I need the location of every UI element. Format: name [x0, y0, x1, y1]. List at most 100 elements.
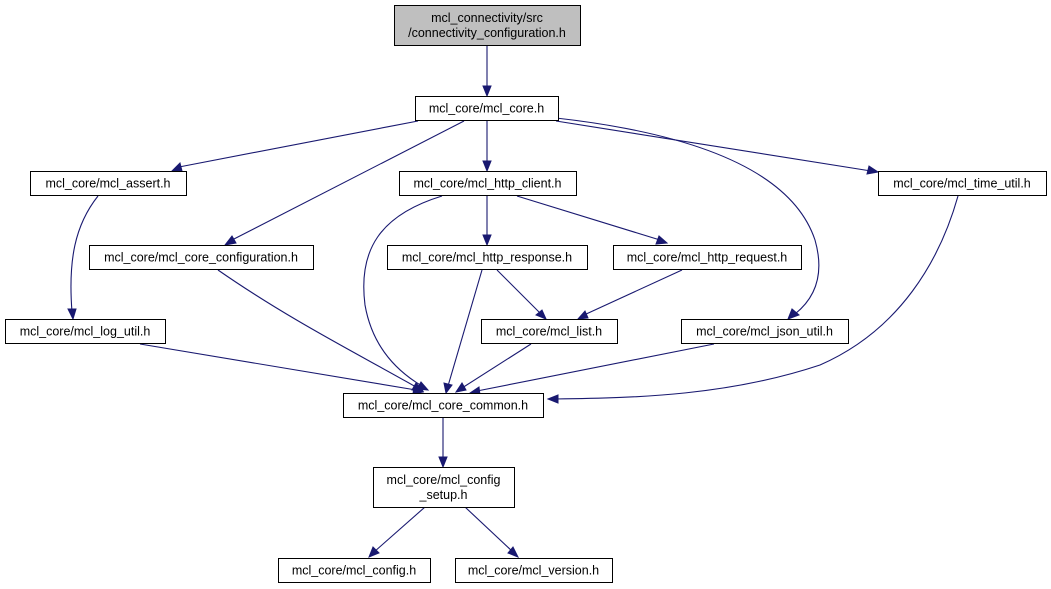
edge-line: [178, 120, 419, 168]
node-version[interactable]: mcl_core/mcl_version.h: [455, 558, 613, 583]
node-box[interactable]: [278, 558, 431, 583]
edge-line: [363, 195, 443, 387]
node-label: mcl_core/mcl_list.h: [496, 325, 602, 339]
node-label: mcl_core/mcl_core_configuration.h: [104, 251, 298, 265]
node-http-response[interactable]: mcl_core/mcl_http_response.h: [387, 245, 588, 270]
node-label: mcl_core/mcl_log_util.h: [20, 325, 151, 339]
node-time-util[interactable]: mcl_core/mcl_time_util.h: [878, 171, 1047, 196]
edge-time_util-to-core_common: [546, 195, 959, 404]
node-box[interactable]: [415, 96, 559, 121]
node-box[interactable]: [373, 467, 515, 508]
node-label: mcl_core/mcl_assert.h: [45, 177, 170, 191]
node-label: mcl_core/mcl_http_response.h: [402, 251, 572, 265]
node-label: mcl_connectivity/src: [431, 11, 543, 25]
edge-line: [447, 269, 483, 387]
edge-line: [373, 506, 426, 553]
node-config-setup[interactable]: mcl_core/mcl_config_setup.h: [373, 467, 515, 508]
edge-layer: [67, 45, 959, 558]
node-box[interactable]: [455, 558, 613, 583]
edge-line: [70, 195, 99, 313]
node-http-client[interactable]: mcl_core/mcl_http_client.h: [399, 171, 577, 196]
edge-http_client-to-http_request: [516, 195, 669, 245]
node-label: mcl_core/mcl_core.h: [429, 102, 544, 116]
node-core-common[interactable]: mcl_core/mcl_core_common.h: [343, 393, 544, 418]
node-label: mcl_core/mcl_config: [387, 473, 501, 487]
edge-line: [555, 120, 872, 172]
edge-assert-to-log_util: [67, 195, 99, 321]
arrowhead-icon: [482, 85, 492, 98]
arrowhead-icon: [535, 309, 547, 320]
edge-http_client-to-core_common: [363, 195, 443, 391]
arrowhead-icon: [546, 394, 559, 404]
node-assert[interactable]: mcl_core/mcl_assert.h: [30, 171, 187, 196]
node-label: mcl_core/mcl_version.h: [468, 564, 599, 578]
edge-config_setup-to-config: [368, 506, 426, 558]
edge-line: [516, 195, 661, 241]
edge-line: [583, 269, 683, 316]
edge-line: [139, 343, 417, 391]
node-http-request[interactable]: mcl_core/mcl_http_request.h: [613, 245, 802, 270]
edge-http_request-to-list: [576, 269, 683, 320]
arrowhead-icon: [655, 235, 669, 245]
edge-line: [476, 343, 715, 392]
node-core-configuration[interactable]: mcl_core/mcl_core_configuration.h: [89, 245, 314, 270]
node-box[interactable]: [394, 5, 581, 46]
node-box[interactable]: [89, 245, 314, 270]
node-box[interactable]: [387, 245, 588, 270]
node-label: /connectivity_configuration.h: [408, 26, 566, 40]
edge-line: [217, 269, 417, 388]
node-box[interactable]: [481, 319, 618, 344]
arrowhead-icon: [787, 308, 800, 320]
node-box[interactable]: [5, 319, 166, 344]
edge-list-to-core_common: [454, 343, 532, 393]
edge-http_response-to-list: [496, 269, 547, 320]
arrowhead-icon: [67, 308, 77, 321]
node-box[interactable]: [878, 171, 1047, 196]
edge-line: [461, 343, 532, 389]
node-list[interactable]: mcl_core/mcl_list.h: [481, 319, 618, 344]
arrowhead-icon: [866, 165, 880, 175]
node-label: mcl_core/mcl_time_util.h: [893, 177, 1031, 191]
edge-core-to-time_util: [555, 120, 880, 175]
node-label: mcl_core/mcl_http_client.h: [414, 177, 562, 191]
edge-core_configuration-to-core_common: [217, 269, 425, 392]
node-config[interactable]: mcl_core/mcl_config.h: [278, 558, 431, 583]
arrowhead-icon: [368, 546, 380, 558]
edge-http_response-to-core_common: [443, 269, 483, 395]
node-json-util[interactable]: mcl_core/mcl_json_util.h: [681, 319, 849, 344]
edge-line: [464, 506, 514, 553]
node-label: mcl_core/mcl_config.h: [292, 564, 416, 578]
edge-config_setup-to-version: [464, 506, 520, 558]
edge-core_common-to-config_setup: [438, 418, 448, 469]
node-layer: mcl_connectivity/src/connectivity_config…: [5, 5, 1047, 583]
node-label: mcl_core/mcl_json_util.h: [696, 325, 833, 339]
arrowhead-icon: [170, 162, 183, 172]
node-box[interactable]: [681, 319, 849, 344]
node-box[interactable]: [30, 171, 187, 196]
arrowhead-icon: [482, 160, 492, 173]
arrowhead-icon: [223, 235, 237, 246]
edge-core-to-json_util: [555, 117, 820, 320]
node-box[interactable]: [613, 245, 802, 270]
arrowhead-icon: [454, 382, 467, 393]
node-label: mcl_core/mcl_http_request.h: [627, 251, 788, 265]
node-core[interactable]: mcl_core/mcl_core.h: [415, 96, 559, 121]
edge-line: [554, 195, 959, 400]
node-log-util[interactable]: mcl_core/mcl_log_util.h: [5, 319, 166, 344]
node-label: mcl_core/mcl_core_common.h: [358, 399, 528, 413]
edge-root-to-core: [482, 45, 492, 98]
edge-line: [496, 269, 542, 315]
edge-line: [231, 120, 465, 241]
node-root[interactable]: mcl_connectivity/src/connectivity_config…: [394, 5, 581, 46]
edge-json_util-to-core_common: [468, 343, 715, 396]
node-box[interactable]: [399, 171, 577, 196]
edge-line: [555, 117, 820, 315]
edge-core-to-core_configuration: [223, 120, 465, 246]
arrowhead-icon: [576, 310, 589, 320]
edge-core-to-http_client: [482, 121, 492, 173]
node-box[interactable]: [343, 393, 544, 418]
arrowhead-icon: [482, 234, 492, 247]
node-label: _setup.h: [419, 488, 468, 502]
arrowhead-icon: [438, 456, 448, 469]
